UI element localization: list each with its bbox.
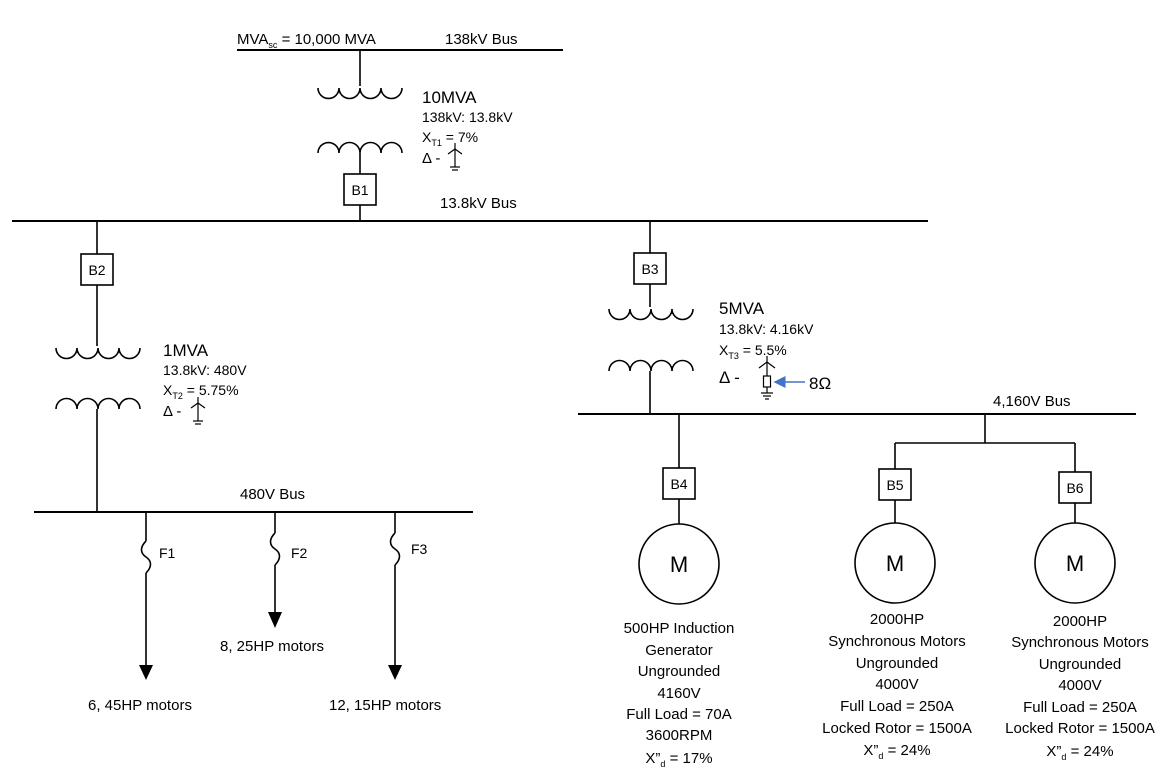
bus-13-8kv-label: 13.8kV Bus bbox=[440, 195, 517, 212]
breaker-b6-label: B6 bbox=[1066, 480, 1083, 496]
fuse-f2-label: F2 bbox=[291, 545, 308, 561]
t1-rating: 10MVA bbox=[422, 88, 477, 107]
t2-connection: Δ - bbox=[163, 403, 181, 420]
fuse-f1[interactable] bbox=[140, 512, 152, 666]
t3-resistor-label: 8Ω bbox=[809, 374, 831, 393]
t3-voltage: 13.8kV: 4.16kV bbox=[719, 321, 814, 337]
bus-480v-label: 480V Bus bbox=[240, 486, 305, 503]
f1-load-label: 6, 45HP motors bbox=[88, 697, 192, 714]
breaker-b3-label: B3 bbox=[641, 261, 658, 277]
fuse-f1-label: F1 bbox=[159, 545, 176, 561]
svg-text:500HP Induction: 500HP Induction bbox=[624, 620, 735, 637]
svg-text:4000V: 4000V bbox=[875, 676, 918, 693]
t1-reactance: XT1 = 7% bbox=[422, 129, 478, 148]
t1-voltage: 138kV: 13.8kV bbox=[422, 109, 513, 125]
svg-text:4000V: 4000V bbox=[1058, 677, 1101, 694]
t3-reactance: XT3 = 5.5% bbox=[719, 342, 787, 361]
svg-text:Full Load = 70A: Full Load = 70A bbox=[626, 706, 732, 723]
fuse-f3-label: F3 bbox=[411, 541, 428, 557]
machine-m4-symbol: M bbox=[670, 552, 688, 577]
t3-connection: Δ - bbox=[719, 368, 740, 387]
svg-text:X”d = 24%: X”d = 24% bbox=[863, 742, 930, 761]
machine-m4[interactable] bbox=[638, 523, 720, 605]
t2-rating: 1MVA bbox=[163, 341, 209, 360]
machine-m6[interactable] bbox=[1034, 522, 1116, 604]
fuse-f3[interactable] bbox=[389, 512, 401, 666]
svg-text:Synchronous Motors: Synchronous Motors bbox=[828, 633, 966, 650]
svg-text:2000HP: 2000HP bbox=[1053, 613, 1107, 630]
t2-wye-ground-icon bbox=[190, 397, 206, 425]
f2-load-label: 8, 25HP motors bbox=[220, 638, 324, 655]
machine-m4-specs: 500HP Induction Generator Ungrounded 416… bbox=[624, 620, 735, 769]
t3-primary-winding bbox=[608, 308, 694, 321]
bus-138kv-label: 138kV Bus bbox=[445, 31, 518, 48]
t2-voltage: 13.8kV: 480V bbox=[163, 362, 247, 378]
svg-text:Ungrounded: Ungrounded bbox=[1039, 656, 1122, 673]
machine-m5-specs: 2000HP Synchronous Motors Ungrounded 400… bbox=[822, 611, 972, 761]
f2-load-arrow bbox=[268, 612, 282, 628]
svg-text:Synchronous Motors: Synchronous Motors bbox=[1011, 634, 1149, 651]
f3-load-arrow bbox=[388, 665, 402, 680]
t3-rating: 5MVA bbox=[719, 299, 765, 318]
svg-text:Generator: Generator bbox=[645, 642, 713, 659]
breaker-b5-label: B5 bbox=[886, 477, 903, 493]
f3-load-label: 12, 15HP motors bbox=[329, 697, 441, 714]
machine-m6-symbol: M bbox=[1066, 551, 1084, 576]
mva-sc-label: MVAsc = 10,000 MVA bbox=[237, 31, 376, 50]
svg-text:Full Load = 250A: Full Load = 250A bbox=[1023, 699, 1137, 716]
svg-text:Full Load = 250A: Full Load = 250A bbox=[840, 698, 954, 715]
t3-secondary-winding bbox=[608, 359, 694, 372]
t1-wye-ground-icon bbox=[447, 143, 463, 171]
svg-text:Locked Rotor = 1500A: Locked Rotor = 1500A bbox=[1005, 720, 1155, 737]
bus-4160v-label: 4,160V Bus bbox=[993, 393, 1071, 410]
t3-wye-resistor-ground-icon bbox=[758, 356, 776, 400]
svg-text:4160V: 4160V bbox=[657, 685, 700, 702]
t2-secondary-winding bbox=[55, 397, 141, 410]
svg-text:Ungrounded: Ungrounded bbox=[638, 663, 721, 680]
fuse-f2[interactable] bbox=[269, 512, 281, 613]
breaker-b1-label: B1 bbox=[351, 182, 368, 198]
breaker-b2-label: B2 bbox=[88, 262, 105, 278]
svg-text:Locked Rotor = 1500A: Locked Rotor = 1500A bbox=[822, 720, 972, 737]
breaker-b4-label: B4 bbox=[670, 476, 687, 492]
svg-text:2000HP: 2000HP bbox=[870, 611, 924, 628]
t1-connection: Δ - bbox=[422, 150, 440, 167]
svg-text:X”d = 24%: X”d = 24% bbox=[1046, 743, 1113, 762]
t2-reactance: XT2 = 5.75% bbox=[163, 382, 239, 401]
breaker-b4[interactable] bbox=[662, 467, 696, 500]
svg-text:3600RPM: 3600RPM bbox=[646, 727, 713, 744]
machine-m5-symbol: M bbox=[886, 551, 904, 576]
t1-secondary-winding bbox=[317, 141, 403, 154]
machine-m6-specs: 2000HP Synchronous Motors Ungrounded 400… bbox=[1005, 613, 1155, 762]
breaker-b6[interactable] bbox=[1058, 471, 1092, 504]
svg-text:Ungrounded: Ungrounded bbox=[856, 655, 939, 672]
t2-primary-winding bbox=[55, 347, 141, 360]
f1-load-arrow bbox=[139, 665, 153, 680]
svg-text:X”d = 17%: X”d = 17% bbox=[645, 750, 712, 769]
t1-primary-winding bbox=[317, 87, 403, 100]
machine-m5[interactable] bbox=[854, 522, 936, 604]
